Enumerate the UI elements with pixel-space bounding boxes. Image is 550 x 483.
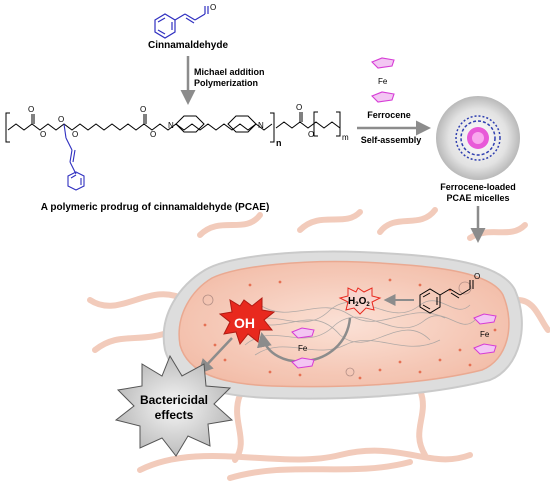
cytoplasm bbox=[178, 260, 510, 388]
svg-text:O: O bbox=[150, 130, 156, 139]
svg-text:O: O bbox=[296, 103, 302, 112]
cinnamaldehyde-structure bbox=[154, 6, 209, 39]
peroxide-o: O bbox=[359, 296, 367, 307]
step1-line1: Michael addition bbox=[194, 67, 265, 77]
released-cinnamaldehyde bbox=[419, 280, 474, 314]
micelle bbox=[436, 96, 520, 180]
svg-text:H2O2: H2O2 bbox=[348, 296, 370, 308]
hydroxyl-radical-burst: OH bbox=[218, 296, 276, 346]
micelle-label-line1: Ferrocene-loaded bbox=[440, 182, 516, 192]
ferrocene-icon bbox=[371, 57, 395, 103]
bacterium bbox=[87, 207, 550, 481]
arrow-to-bactericidal bbox=[197, 337, 233, 375]
svg-text:O: O bbox=[28, 105, 34, 114]
cell-fe-label: Fe bbox=[298, 344, 308, 353]
polymer-structure bbox=[5, 111, 341, 143]
reactant-name: Cinnamaldehyde bbox=[148, 40, 228, 51]
svg-text:O: O bbox=[72, 130, 78, 139]
svg-text:O: O bbox=[308, 130, 314, 139]
peroxide-sub2: 2 bbox=[366, 302, 370, 308]
svg-text:N: N bbox=[168, 121, 174, 130]
outcome-line2: effects bbox=[155, 408, 194, 422]
ferrocene-fe-label: Fe bbox=[378, 77, 388, 86]
cinnamaldehyde-pendant bbox=[63, 123, 85, 191]
polymer-caption: A polymeric prodrug of cinnamaldehyde (P… bbox=[41, 202, 270, 213]
svg-text:O: O bbox=[58, 115, 64, 124]
released-oxygen-label: O bbox=[474, 272, 480, 281]
hydroxyl-radical-label: OH bbox=[234, 315, 255, 331]
repeat-unit-m: m bbox=[342, 133, 349, 142]
ferrocene-in-cell-right bbox=[473, 313, 497, 355]
repeat-unit-n: n bbox=[276, 138, 282, 148]
vesicles bbox=[202, 281, 472, 377]
step2-reagent: Ferrocene bbox=[367, 110, 411, 120]
svg-text:N: N bbox=[258, 121, 264, 130]
svg-text:O: O bbox=[140, 105, 146, 114]
peroxide-burst: H2O2 bbox=[338, 287, 382, 315]
flagella bbox=[87, 207, 550, 481]
step1-line2: Polymerization bbox=[194, 78, 258, 88]
micelle-label-line2: PCAE micelles bbox=[446, 193, 509, 203]
bactericidal-burst: Bactericidal effects bbox=[114, 354, 234, 457]
ferrocene-in-cell bbox=[291, 327, 315, 369]
peroxide-sub: 2 bbox=[355, 302, 359, 308]
step2-process: Self-assembly bbox=[361, 135, 422, 145]
cytoplasm-dots bbox=[203, 278, 497, 380]
peroxide-h: H bbox=[348, 296, 355, 307]
aldehyde-oxygen-label: O bbox=[210, 3, 216, 12]
outcome-line1: Bactericidal bbox=[140, 393, 208, 407]
svg-text:O: O bbox=[40, 130, 46, 139]
cell-fe-label-right: Fe bbox=[480, 330, 490, 339]
